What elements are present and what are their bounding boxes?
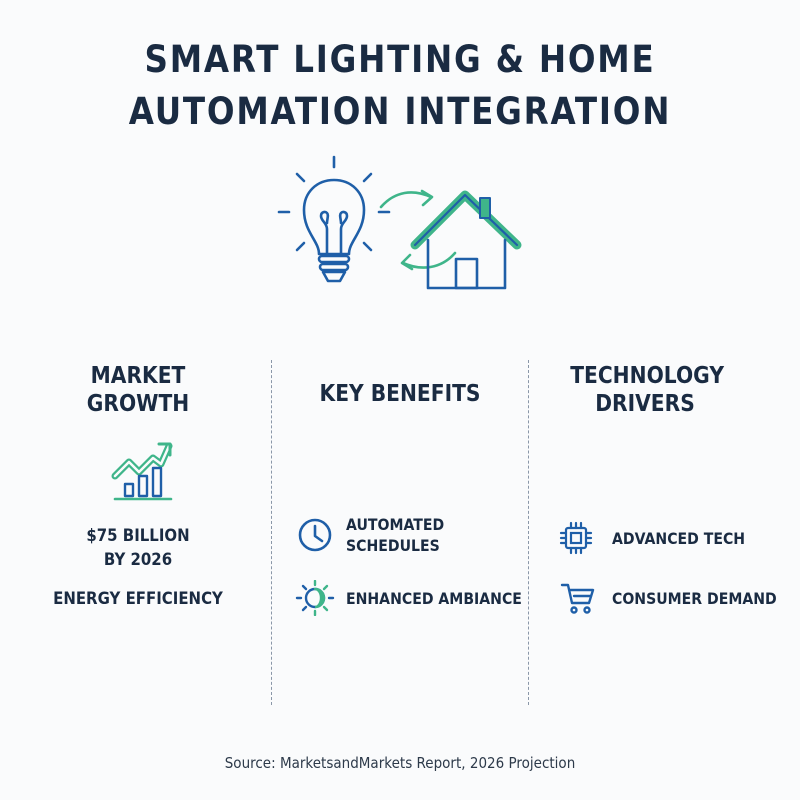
growth-chart-icon	[111, 442, 173, 501]
key-benefits-heading: KEY BENEFITS	[300, 380, 500, 408]
title-line-1: SMART LIGHTING & HOME	[144, 38, 656, 81]
benefit-item-ambiance: ENHANCED AMBIANCE	[295, 580, 546, 616]
key-benefits-heading-text: KEY BENEFITS	[319, 381, 481, 407]
source-citation: Source: MarketsandMarkets Report, 2026 P…	[224, 754, 576, 772]
market-size-stat: $75 BILLION BY 2026	[68, 524, 209, 572]
exchange-arrows-icon	[379, 189, 457, 271]
cart-icon	[560, 583, 595, 614]
house-icon	[410, 190, 522, 290]
market-growth-heading: MARKET GROWTH	[58, 362, 218, 418]
column-divider-left	[271, 360, 272, 705]
driver-item-consumer-demand: CONSUMER DEMAND	[560, 580, 799, 616]
hero-illustration	[277, 155, 522, 290]
energy-efficiency-label: ENERGY EFFICIENCY	[50, 587, 226, 611]
clock-icon	[298, 518, 332, 552]
market-size-year: BY 2026	[103, 550, 173, 570]
driver-consumer-demand-label: CONSUMER DEMAND	[612, 588, 777, 608]
title-line-2: AUTOMATION INTEGRATION	[128, 90, 672, 133]
technology-drivers-heading-line-1: TECHNOLOGY	[570, 363, 724, 389]
benefit-item-schedules: AUTOMATED SCHEDULES	[297, 514, 458, 556]
technology-drivers-heading: TECHNOLOGY DRIVERS	[560, 362, 730, 418]
ambiance-sun-icon	[295, 580, 335, 616]
page-title: SMART LIGHTING & HOME AUTOMATION INTEGRA…	[48, 34, 752, 138]
energy-efficiency-text: ENERGY EFFICIENCY	[53, 589, 223, 609]
driver-item-advanced-tech: ADVANCED TECH	[558, 520, 763, 556]
benefit-schedules-label: AUTOMATED SCHEDULES	[346, 514, 444, 556]
driver-advanced-tech-label: ADVANCED TECH	[612, 528, 746, 548]
market-size-value: $75 BILLION	[86, 526, 190, 546]
market-growth-heading-line-1: MARKET	[90, 363, 186, 389]
column-divider-right	[528, 360, 529, 705]
benefit-schedules-line-2: SCHEDULES	[346, 536, 440, 555]
light-bulb-icon	[277, 155, 391, 283]
technology-drivers-heading-line-2: DRIVERS	[595, 391, 695, 417]
benefit-schedules-line-1: AUTOMATED	[346, 515, 445, 534]
market-growth-heading-line-2: GROWTH	[86, 391, 190, 417]
chip-icon	[559, 521, 593, 555]
benefit-ambiance-label: ENHANCED AMBIANCE	[346, 588, 522, 608]
